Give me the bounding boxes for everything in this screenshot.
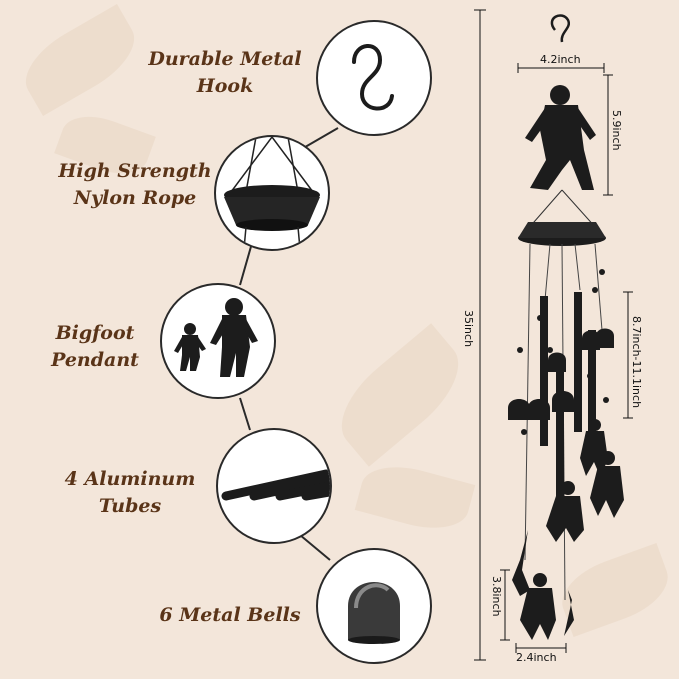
- product-tubes: [540, 292, 596, 500]
- feature-label-bells: 6 Metal Bells: [150, 602, 310, 629]
- rope-top-icon: [224, 137, 320, 249]
- feature-line: Bigfoot: [55, 322, 135, 344]
- lower-bigfoot-silhouettes: [512, 419, 624, 640]
- tubes-circle: [216, 428, 332, 544]
- top-plate-body: [518, 222, 606, 238]
- pendant-height-label: 5.9inch: [610, 110, 623, 151]
- hook-width-label: 4.2inch: [540, 53, 581, 66]
- feature-line: 4 Aluminum: [64, 468, 196, 490]
- bell-circle: [316, 548, 432, 664]
- feature-label-tubes: 4 Aluminum Tubes: [55, 466, 205, 520]
- product-hook: [550, 14, 571, 43]
- feature-line: 6 Metal Bells: [159, 604, 301, 626]
- bell-icon: [348, 582, 400, 644]
- feature-line: Nylon Rope: [73, 187, 197, 209]
- feature-label-hook: Durable Metal Hook: [135, 46, 315, 100]
- hook-circle: [316, 20, 432, 136]
- hook-icon: [352, 44, 394, 111]
- bigfoot-icon: [174, 298, 258, 377]
- top-bigfoot-silhouette: [525, 85, 596, 190]
- product-beads: [517, 269, 609, 435]
- tubes-icon: [221, 469, 330, 501]
- feature-label-rope: High Strength Nylon Rope: [50, 158, 220, 212]
- rope-circle: [214, 135, 330, 251]
- bottom-pendant-width-label: 2.4inch: [516, 651, 557, 664]
- feature-line: Pendant: [51, 349, 139, 371]
- feature-label-bigfoot: Bigfoot Pendant: [40, 320, 150, 374]
- feature-line: High Strength: [58, 160, 212, 182]
- bigfoot-circle: [160, 283, 276, 399]
- tube-length-label: 8.7inch-11.1inch: [630, 316, 643, 409]
- feature-line: Durable Metal: [148, 48, 302, 70]
- total-length-label: 35inch: [462, 310, 475, 348]
- product-bells: [508, 328, 614, 420]
- bottom-pendant-height-label: 3.8inch: [490, 576, 503, 617]
- feature-line: Tubes: [98, 495, 162, 517]
- feature-line: Hook: [196, 75, 254, 97]
